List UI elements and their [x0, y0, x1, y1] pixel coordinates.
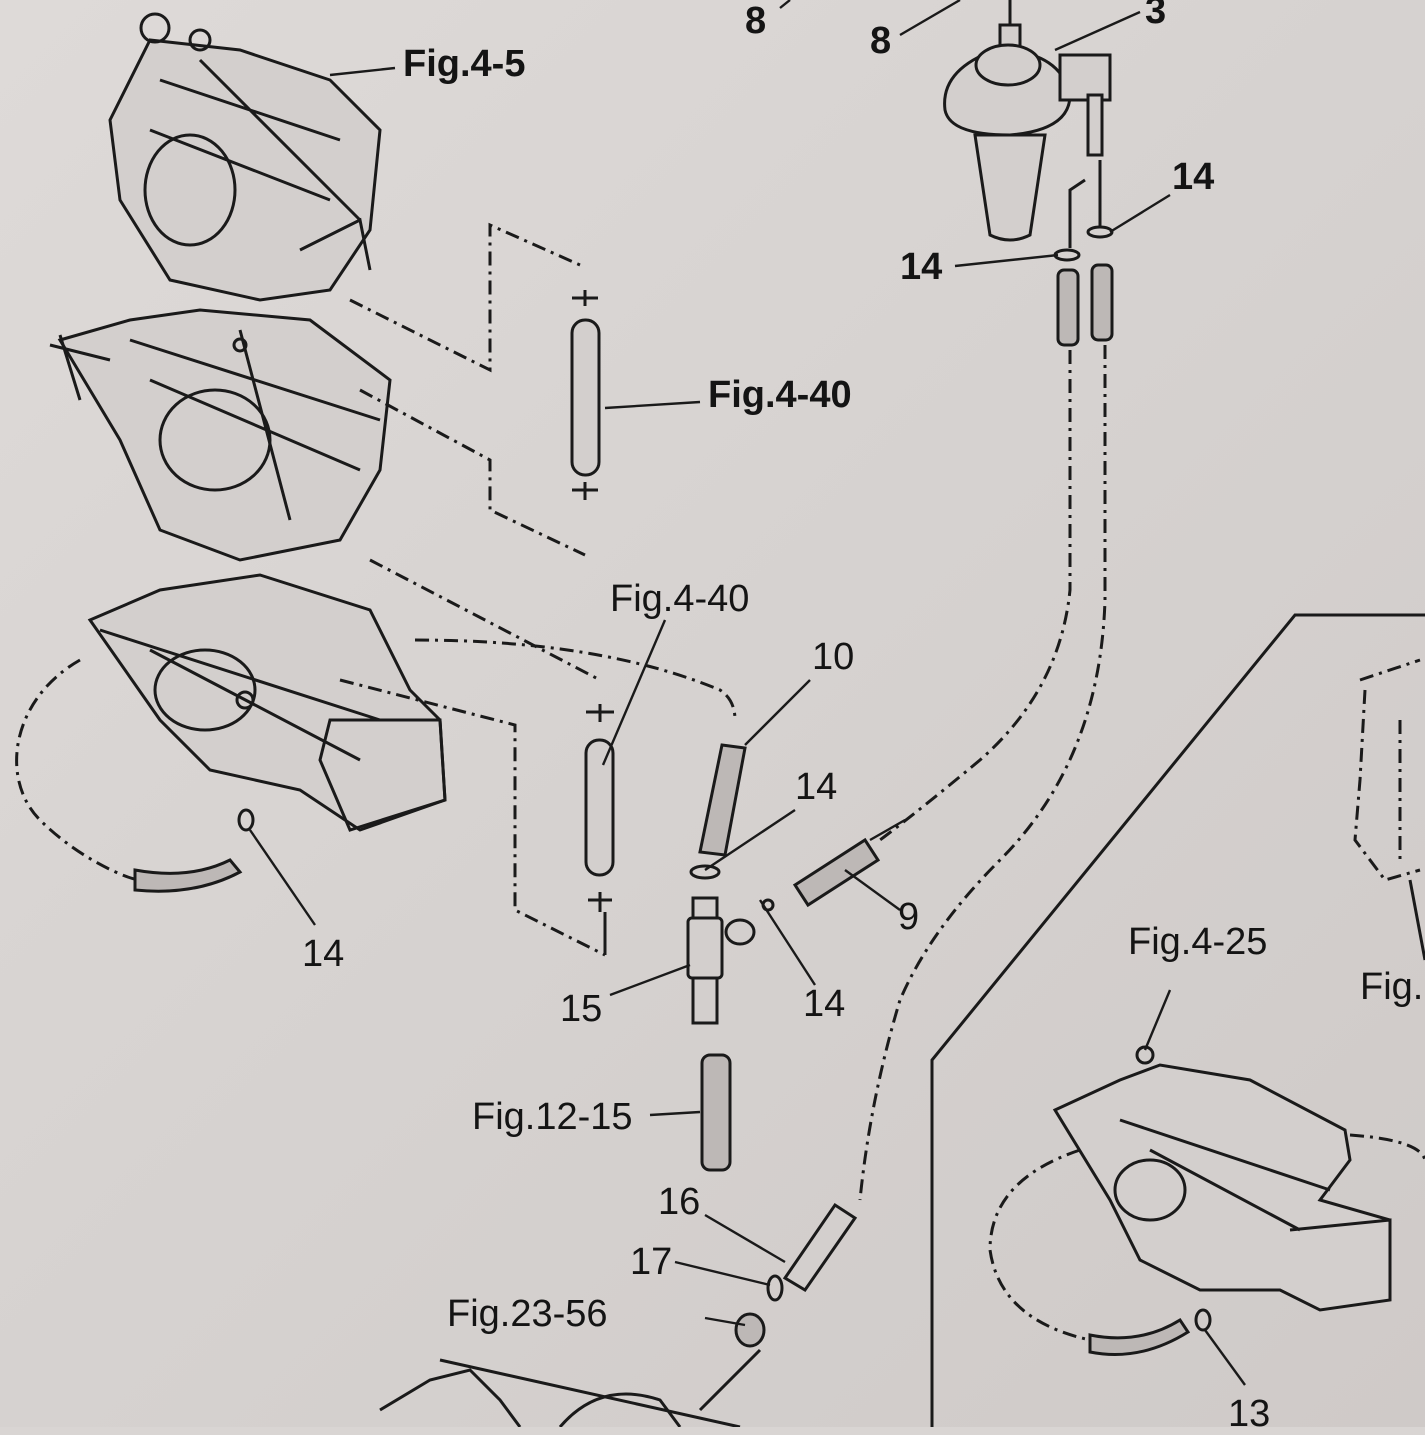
- clip-13: [1194, 1308, 1212, 1332]
- hose-elbow-left: [133, 858, 243, 893]
- part-number-10: 10: [812, 636, 855, 678]
- part-number-16: 16: [658, 1181, 701, 1223]
- part-number-14: 14: [1172, 156, 1215, 198]
- part-number-14: 14: [795, 766, 838, 808]
- part-number-15: 15: [560, 988, 603, 1030]
- clip-17: [766, 1274, 784, 1302]
- figure-ref-fig-12-15: Fig.12-15: [472, 1096, 633, 1138]
- part-number-8: 8: [745, 0, 767, 42]
- hose-filter-right: [1090, 263, 1114, 342]
- figure-ref-fig-cut: Fig.: [1360, 966, 1424, 1008]
- part-number-17: 17: [630, 1241, 673, 1283]
- figure-ref-fig-4-40-upper: Fig.4-40: [708, 374, 852, 416]
- part-number-14: 14: [302, 933, 345, 975]
- tube-fig-4-40-upper: [570, 290, 601, 500]
- figure-ref-fig-23-56: Fig.23-56: [447, 1293, 608, 1335]
- inset-panel-border: [930, 613, 1425, 1427]
- clip-14-left: [237, 808, 255, 832]
- part-number-3: 3: [1145, 0, 1167, 32]
- part-number-14: 14: [900, 246, 943, 288]
- hose-filter-left: [1056, 268, 1080, 347]
- tee-fitting-15: [686, 896, 756, 1025]
- hose-loop-left: [15, 658, 141, 882]
- tube-fig-4-40-lower: [584, 704, 615, 955]
- clip-14-filter-left: [1053, 248, 1081, 262]
- figure-ref-fig-4-5: Fig.4-5: [403, 43, 526, 85]
- carburetor-inset: [1052, 1045, 1392, 1312]
- carburetor-upper: [108, 12, 382, 302]
- hose-16: [782, 1202, 858, 1293]
- partial-component-right: [1353, 658, 1421, 882]
- clip-14-filter-right: [1086, 225, 1114, 239]
- part-number-8: 8: [870, 20, 892, 62]
- part-number-13: 13: [1228, 1393, 1271, 1435]
- fuel-pump-fragment: [379, 1368, 522, 1427]
- hose-9: [792, 837, 881, 908]
- hose-elbow-inset: [1088, 1317, 1191, 1356]
- carburetor-lower: [87, 573, 447, 832]
- fuel-filter-3: [943, 0, 1112, 248]
- part-number-14: 14: [803, 983, 846, 1025]
- hose-10: [698, 743, 747, 857]
- figure-ref-fig-4-40-lower: Fig.4-40: [610, 578, 750, 620]
- clip-14-mid: [689, 864, 721, 880]
- fitting-fig-23-56: [734, 1312, 766, 1348]
- hose-fig-12-15: [700, 1053, 732, 1172]
- carburetor-middle: [49, 308, 392, 562]
- figure-ref-fig-4-25: Fig.4-25: [1128, 921, 1268, 963]
- part-number-9: 9: [898, 896, 920, 938]
